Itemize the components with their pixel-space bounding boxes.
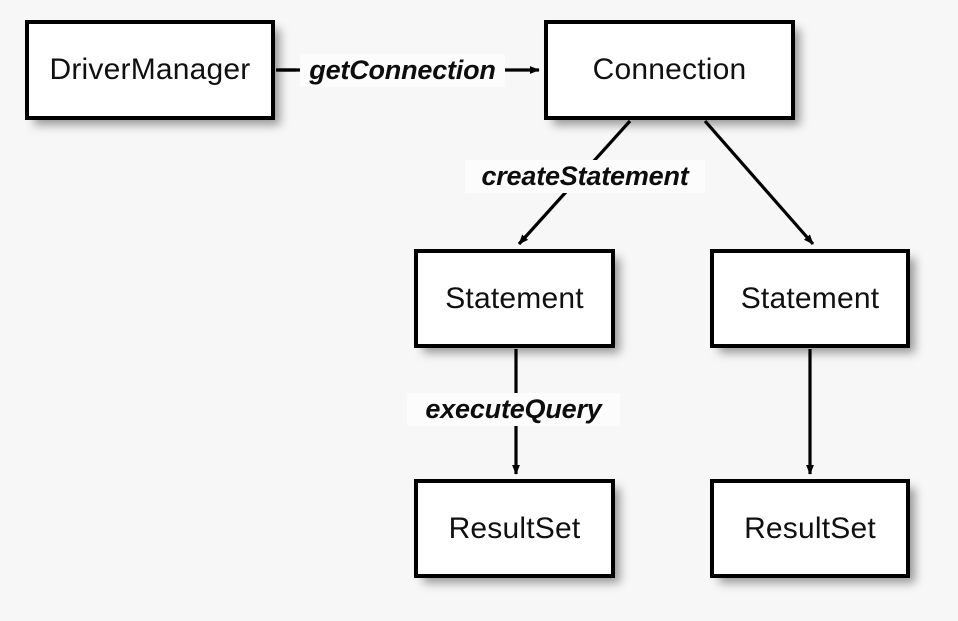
edge-connection-to-statement-right bbox=[703, 119, 815, 246]
node-label-driver-manager: DriverManager bbox=[49, 53, 251, 86]
node-label-statement-left: Statement bbox=[445, 281, 584, 315]
edge-label-get-connection: getConnection bbox=[300, 54, 505, 87]
node-statement-right[interactable]: Statement bbox=[710, 249, 910, 348]
node-label-resultset-right: ResultSet bbox=[744, 511, 876, 545]
node-label-statement-right: Statement bbox=[740, 281, 880, 315]
node-label-connection: Connection bbox=[592, 53, 747, 86]
node-driver-manager[interactable]: DriverManager bbox=[25, 20, 275, 120]
node-resultset-left[interactable]: ResultSet bbox=[414, 479, 615, 578]
edge-label-execute-query: executeQuery bbox=[407, 393, 620, 426]
node-label-resultset-left: ResultSet bbox=[448, 511, 581, 545]
node-resultset-right[interactable]: ResultSet bbox=[710, 479, 910, 578]
node-statement-left[interactable]: Statement bbox=[414, 249, 615, 348]
edge-label-create-statement: createStatement bbox=[465, 160, 705, 193]
node-connection[interactable]: Connection bbox=[544, 20, 795, 120]
